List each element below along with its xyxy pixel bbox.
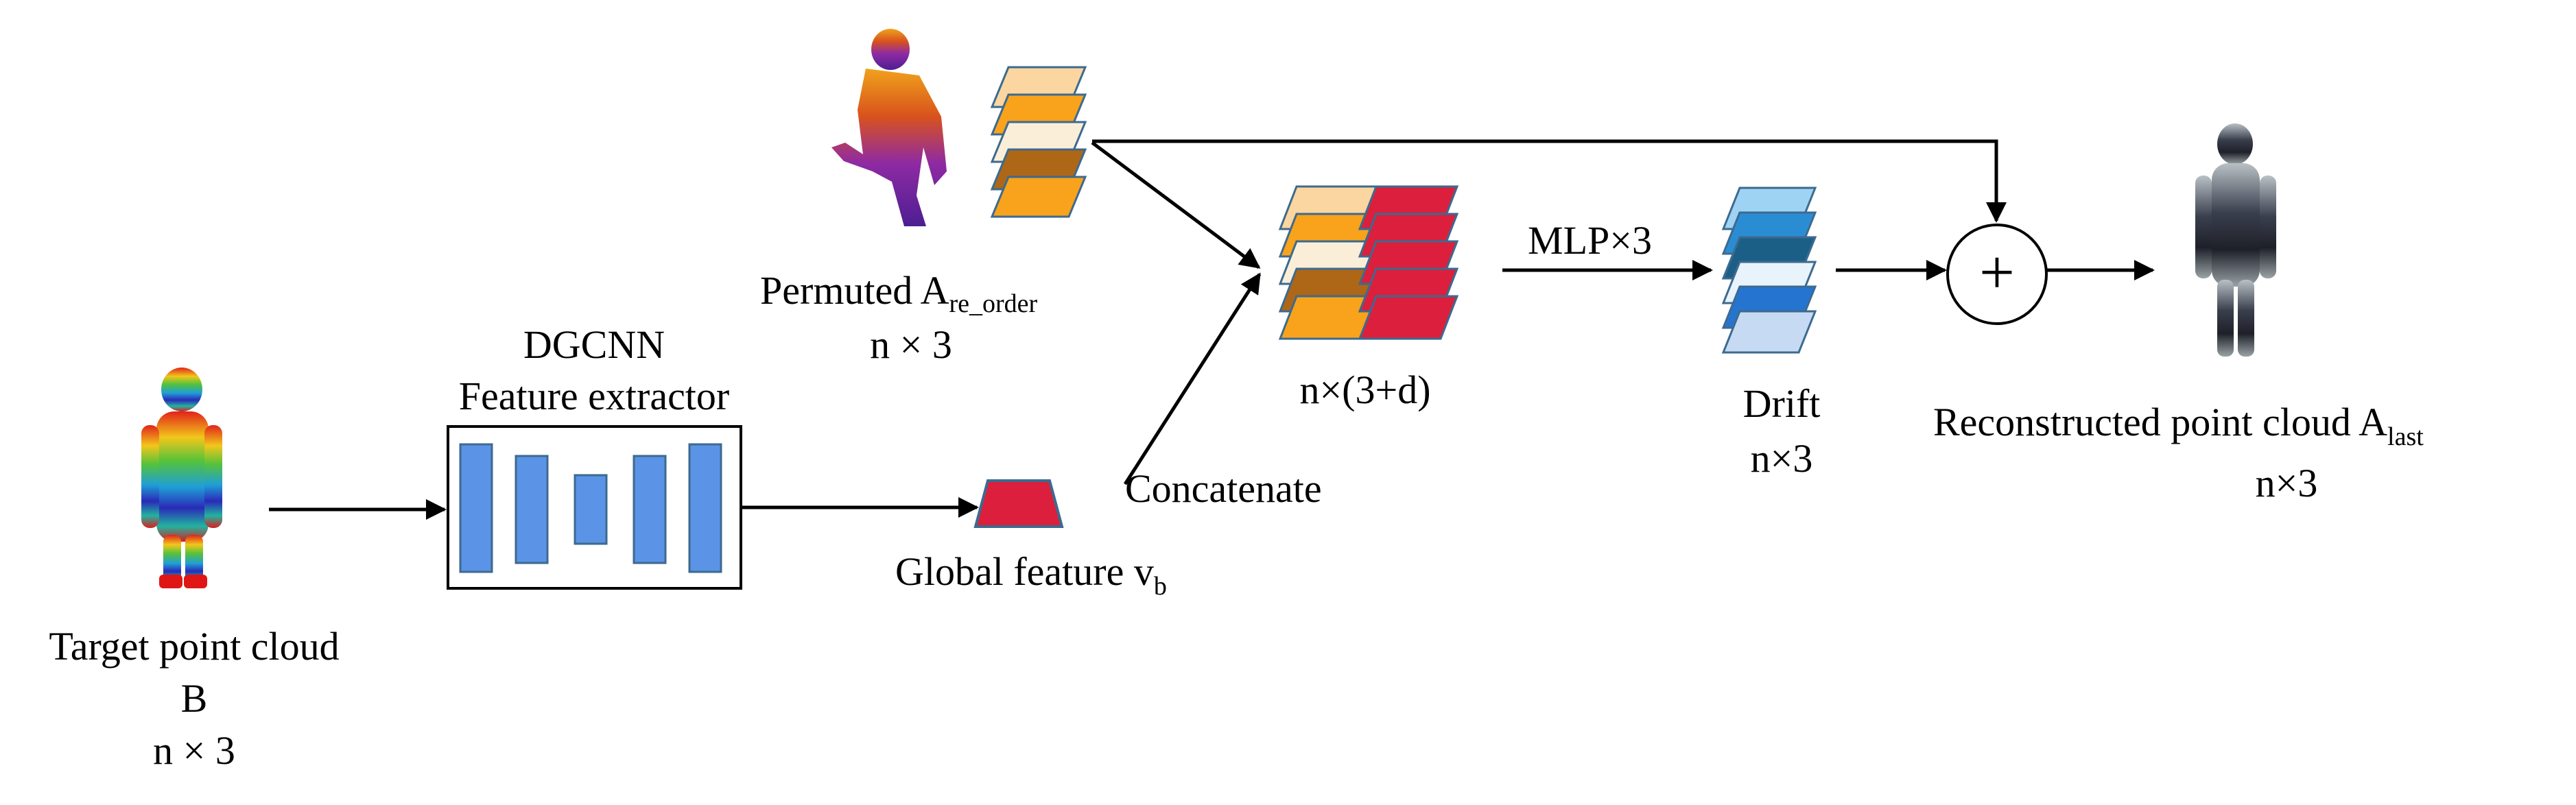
reconstructed-label: Reconstructed point cloud Alast xyxy=(1933,400,2424,451)
permuted-point-cloud-figure xyxy=(831,29,947,226)
concat-global-layer-5 xyxy=(1358,295,1459,340)
arrow-permuted-to-concat xyxy=(1091,141,1261,269)
reconstructed-point-cloud-figure xyxy=(2195,123,2276,357)
dgcnn-layer-2 xyxy=(515,455,549,564)
target-label-line2: B xyxy=(181,676,208,721)
sum-node: + xyxy=(1946,224,2048,325)
arrow-global-to-concat xyxy=(1123,272,1262,485)
dgcnn-layer-1 xyxy=(459,443,493,573)
dgcnn-layer-3 xyxy=(574,474,608,545)
concat-dim-label: n×(3+d) xyxy=(1299,368,1430,412)
target-point-cloud-figure xyxy=(141,368,222,588)
drift-layer-6 xyxy=(1721,310,1817,354)
permuted-dim-label: n × 3 xyxy=(870,322,952,367)
dgcnn-subtitle: Feature extractor xyxy=(459,374,730,418)
target-dim-label: n × 3 xyxy=(153,728,235,773)
drift-title: Drift xyxy=(1743,381,1821,426)
dgcnn-title: DGCNN xyxy=(523,322,665,367)
dgcnn-layer-5 xyxy=(688,443,722,573)
global-feature-block xyxy=(973,479,1064,528)
global-feature-label: Global feature vb xyxy=(895,549,1167,601)
target-label-line1: Target point cloud xyxy=(49,624,339,669)
permuted-layer-5 xyxy=(990,176,1087,218)
drift-feature-stack xyxy=(1721,187,1817,354)
drift-dim-label: n×3 xyxy=(1751,436,1813,481)
dgcnn-layer-4 xyxy=(633,455,667,564)
mlp-label: MLP×3 xyxy=(1528,218,1652,263)
plus-symbol: + xyxy=(1979,237,2015,307)
permuted-feature-stack xyxy=(990,66,1087,218)
concat-stack-permuted-part xyxy=(1278,185,1380,340)
arrow-permuted-skip-to-sum xyxy=(1092,139,2007,223)
concat-stack-global-part xyxy=(1358,185,1459,340)
concatenate-label: Concatenate xyxy=(1125,466,1322,511)
dgcnn-feature-extractor-box xyxy=(447,425,742,590)
permuted-label: Permuted Are_order xyxy=(760,268,1038,318)
reconstructed-dim-label: n×3 xyxy=(2256,461,2318,505)
